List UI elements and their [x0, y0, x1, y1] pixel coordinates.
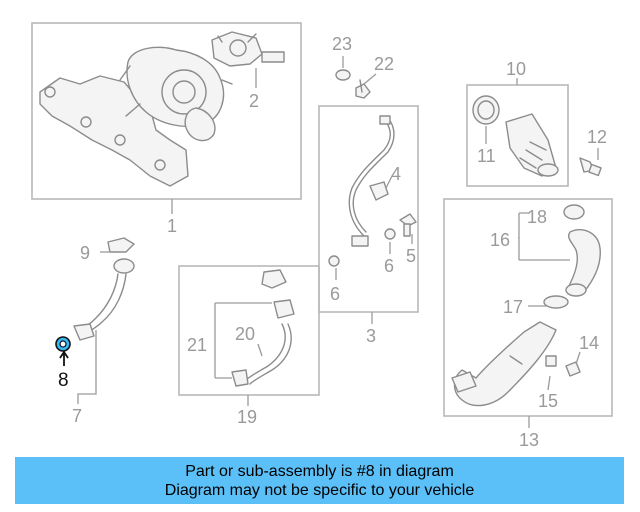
- leader-4: [385, 175, 393, 189]
- callout-19: 19: [237, 407, 257, 427]
- info-banner: Part or sub-assembly is #8 in diagram Di…: [15, 457, 624, 504]
- callout-5: 5: [406, 246, 416, 266]
- callout-4: 4: [391, 164, 401, 184]
- callout-12: 12: [587, 127, 607, 147]
- parts-22-23-illustration: [335, 69, 371, 99]
- leader-14: [575, 351, 581, 365]
- callout-14: 14: [579, 333, 599, 353]
- callout-9: 9: [80, 243, 90, 263]
- group-3-frame: [318, 105, 419, 313]
- intake-hose-illustration: [472, 95, 559, 177]
- leader-15: [547, 375, 551, 391]
- leader-20: [257, 343, 263, 357]
- callout-8: 8: [58, 370, 69, 391]
- callout-17: 17: [503, 297, 523, 317]
- leader-21: [214, 302, 272, 379]
- callout-20: 20: [235, 324, 255, 344]
- group-1-frame: [31, 22, 302, 200]
- callout-7: 7: [72, 406, 82, 426]
- callout-15: 15: [538, 391, 558, 411]
- callout-23: 23: [332, 34, 352, 54]
- gasket-8-highlight[interactable]: [55, 336, 71, 352]
- group-13-frame: [443, 198, 613, 417]
- banner-line-2: Diagram may not be specific to your vehi…: [164, 481, 475, 499]
- callout-18: 18: [527, 207, 547, 227]
- callout-16: 16: [490, 230, 510, 250]
- callout-1: 1: [167, 216, 177, 236]
- leader-18: [518, 212, 570, 261]
- callout-10: 10: [506, 59, 526, 79]
- callout-21: 21: [187, 335, 207, 355]
- turbocharger-illustration: [39, 46, 233, 187]
- callout-3: 3: [366, 326, 376, 346]
- oil-return-line-illustration: [73, 237, 135, 341]
- callout-2: 2: [249, 91, 259, 111]
- callout-6-right: 6: [384, 256, 394, 276]
- actuator-illustration: [211, 31, 285, 67]
- charge-pipe-illustration: [451, 204, 601, 407]
- leader-22: [363, 73, 377, 85]
- bolt-12-illustration: [579, 157, 602, 177]
- callout-13: 13: [519, 430, 539, 450]
- leader-7: [77, 330, 97, 404]
- callout-11: 11: [477, 146, 496, 166]
- group-19-frame: [178, 265, 320, 396]
- banner-line-1: Part or sub-assembly is #8 in diagram: [185, 462, 454, 480]
- callout-6-left: 6: [330, 284, 340, 304]
- leader-8-arrow: [59, 350, 69, 366]
- callout-22: 22: [374, 54, 394, 74]
- coolant-hose-illustration: [231, 269, 295, 387]
- oil-line-illustration: [328, 115, 417, 267]
